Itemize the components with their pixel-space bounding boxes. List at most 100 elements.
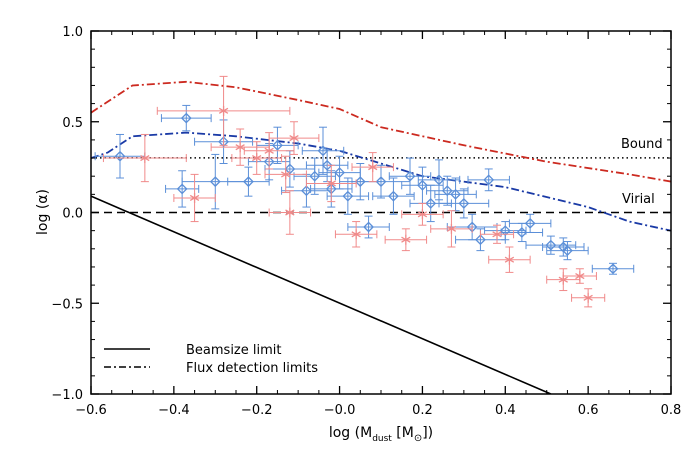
diamond-point (293, 157, 336, 195)
diamond-point (417, 159, 461, 201)
diamond-marker (284, 163, 296, 175)
y-tick-label: −0.5 (51, 297, 83, 312)
diamond-point (508, 213, 552, 233)
diamond-marker (209, 176, 221, 188)
diamond-marker (301, 185, 312, 197)
asterisk-marker (218, 107, 229, 114)
x-label-end: ]) (422, 425, 433, 441)
asterisk-marker (446, 225, 457, 232)
diamond-marker (114, 150, 126, 162)
asterisk-marker (289, 135, 299, 142)
legend: Beamsize limit Flux detection limits (104, 343, 318, 376)
asterisk-point (173, 173, 216, 223)
diamond-marker (342, 190, 354, 202)
flux-limit-upper-curve (91, 80, 671, 183)
asterisk-marker (235, 144, 245, 151)
x-label-main: log (M (329, 425, 372, 441)
x-tick-label: −0.2 (241, 403, 273, 418)
diamond-point (591, 262, 635, 275)
diamond-marker (180, 112, 192, 124)
y-tick-label: 1.0 (62, 25, 83, 40)
asterisk-point (102, 133, 187, 183)
asterisk-point (479, 224, 515, 244)
diamond-marker (483, 174, 495, 186)
asterisk-point (401, 202, 444, 226)
diamond-point (542, 237, 585, 257)
asterisk-marker (351, 231, 361, 238)
diamond-marker (450, 188, 461, 200)
diamond-point (347, 215, 390, 239)
diamond-point (165, 170, 200, 208)
asterisk-marker (401, 236, 411, 243)
y-axis-label: log (α) (35, 189, 51, 235)
diamond-marker (417, 179, 428, 191)
asterisk-point (351, 152, 394, 183)
diamond-marker (272, 139, 283, 151)
asterisk-point (268, 190, 312, 235)
asterisk-point (571, 288, 606, 308)
diamond-point (426, 175, 469, 206)
x-axis-label: log (Mdust [M⊙]) (329, 425, 433, 444)
asterisk-point (156, 75, 291, 146)
diamond-marker (176, 183, 188, 195)
diamond-marker (334, 167, 345, 178)
x-label-sun-sub: ⊙ (414, 433, 422, 444)
asterisk-point (430, 210, 473, 248)
diamond-point (326, 177, 370, 215)
asterisk-marker (189, 194, 200, 202)
diamond-marker (433, 174, 445, 186)
asterisk-marker (492, 231, 502, 238)
diamond-point (438, 188, 490, 219)
asterisk-marker (264, 147, 274, 154)
diamond-point (372, 177, 415, 215)
x-tick-label: 0.6 (578, 403, 599, 418)
asterisk-marker (281, 171, 291, 178)
diamond-point (94, 133, 146, 179)
annotation-bound: Bound (621, 137, 663, 152)
diamond-point (301, 126, 345, 175)
diamond-point (467, 168, 510, 192)
asterisk-marker (285, 209, 295, 216)
asterisk-marker (504, 256, 515, 263)
diamond-marker (524, 217, 536, 229)
diamond-marker (607, 263, 619, 275)
diamond-marker (243, 176, 254, 188)
asterisk-point (305, 164, 357, 203)
x-tick-label: 0.2 (412, 403, 433, 418)
diamond-point (546, 241, 589, 261)
asterisk-marker (583, 294, 593, 301)
legend-label-beamsize: Beamsize limit (186, 343, 281, 358)
diamond-marker (458, 198, 470, 209)
diamond-point (500, 222, 544, 243)
asterisk-marker (140, 154, 150, 162)
diamond-marker (562, 245, 573, 257)
curves (91, 80, 671, 394)
y-tick-label: 0.0 (62, 207, 83, 222)
diamond-marker (218, 136, 229, 148)
diamond-marker (545, 239, 557, 251)
diamond-marker (354, 176, 366, 188)
diamond-marker (375, 176, 387, 188)
diamond-marker (441, 185, 453, 197)
legend-label-flux: Flux detection limits (186, 361, 318, 376)
diamond-point (227, 166, 270, 197)
diamond-marker (363, 221, 374, 233)
asterisk-point (268, 121, 320, 155)
asterisk-marker (252, 154, 262, 162)
diamond-point (305, 148, 349, 183)
y-tick-label: −1.0 (51, 388, 83, 403)
asterisk-point (334, 221, 378, 248)
asterisk-marker (575, 272, 585, 280)
annotation-virial: Virial (622, 192, 655, 207)
y-tick-label: 0.5 (62, 116, 83, 131)
asterisk-marker (417, 211, 428, 218)
diamond-marker (516, 227, 528, 238)
diamond-point (256, 126, 299, 164)
x-tick-label: −0.6 (75, 403, 107, 418)
diamond-marker (404, 170, 416, 182)
x-label-sub: dust (372, 434, 392, 444)
x-label-unit: [M (392, 425, 414, 441)
asterisk-point (562, 268, 597, 284)
x-tick-label: 0.4 (495, 403, 516, 418)
